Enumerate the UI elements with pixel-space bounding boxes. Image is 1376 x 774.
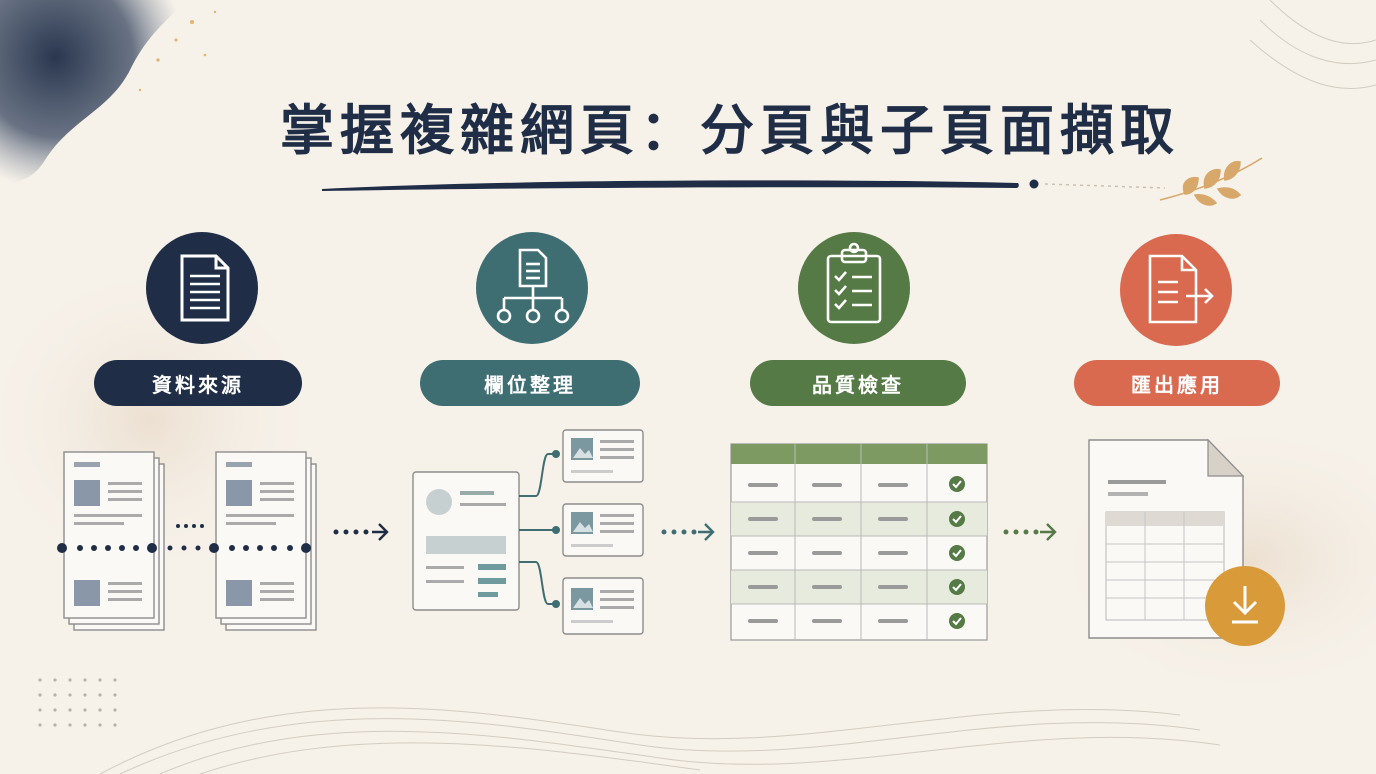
wave-lines [99, 0, 1376, 774]
step-2-icon-circle [476, 232, 588, 344]
step-4-icon-circle [1120, 234, 1232, 346]
step-1-label: 資料來源 [94, 360, 302, 406]
step-2-label: 欄位整理 [420, 360, 640, 406]
flow-arrow-3 [1003, 523, 1057, 541]
leaf-sprig-icon [1159, 157, 1263, 206]
pagination-dots [57, 524, 311, 553]
step-3-icon-circle [798, 232, 910, 344]
export-spreadsheet-document [1088, 438, 1285, 646]
step-2-label-text: 欄位整理 [484, 372, 576, 397]
step-1-label-text: 資料來源 [152, 372, 244, 397]
quality-table [730, 443, 988, 641]
page-stack-2 [215, 451, 317, 631]
detail-page-card [412, 471, 520, 611]
step-3-label-text: 品質檢查 [812, 372, 904, 397]
export-document-icon [1148, 254, 1214, 324]
flow-arrow-1 [333, 523, 389, 541]
step-1-icon-circle [146, 232, 258, 344]
ink-wash-corner [0, 0, 185, 190]
page-title: 掌握複雜網頁：分頁與子頁面擷取 [280, 98, 1180, 162]
dot-grid [38, 678, 117, 727]
download-icon [1205, 566, 1285, 646]
step-3-label: 品質檢查 [750, 360, 966, 406]
gold-speckles [138, 10, 217, 92]
divider-brush [322, 179, 1039, 191]
step-4-label-text: 匯出應用 [1131, 372, 1223, 397]
document-icon [180, 254, 230, 322]
clipboard-checklist-icon [826, 242, 882, 324]
page-stack-1 [63, 451, 165, 631]
hierarchy-document-icon [496, 248, 570, 324]
check-icons [949, 476, 965, 629]
flow-arrow-2 [661, 523, 715, 541]
step-4-label: 匯出應用 [1074, 360, 1280, 406]
subpage-cards [562, 429, 644, 635]
tree-connectors [519, 450, 560, 608]
